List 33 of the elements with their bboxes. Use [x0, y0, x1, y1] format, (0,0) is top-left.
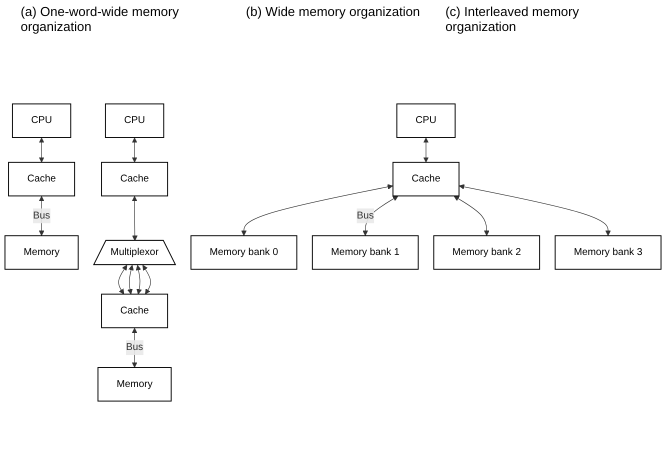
node-box: Cache — [101, 294, 168, 328]
arrow — [38, 137, 44, 163]
node-box: Memory bank 3 — [554, 235, 662, 270]
node-box: Cache — [8, 162, 76, 196]
arrow — [136, 264, 142, 294]
arrow — [459, 184, 611, 236]
node-box: Memory — [4, 235, 79, 270]
arrow — [38, 196, 44, 236]
node-box: CPU — [104, 103, 164, 138]
panel-heading: (a) One-word-wide memory organization — [20, 4, 180, 36]
node-box: Memory — [98, 367, 172, 402]
arrow — [127, 264, 134, 294]
node-box: Memory bank 2 — [433, 235, 540, 270]
arrow — [423, 137, 429, 163]
edge-label: Bus — [33, 210, 50, 221]
edge-label: Bus — [126, 342, 144, 353]
node-box: Memory bank 0 — [190, 235, 298, 270]
arrow — [241, 184, 393, 236]
node-box: Cache — [392, 162, 460, 196]
arrow — [132, 137, 138, 163]
panel-heading: (b) Wide memory organization — [246, 4, 420, 21]
arrow — [142, 264, 151, 294]
arrow — [132, 328, 138, 368]
panel-heading: (c) Interleaved memory organization — [445, 4, 580, 36]
node-box: CPU — [12, 103, 72, 138]
arrow — [118, 264, 128, 294]
node-box: CPU — [396, 103, 456, 138]
arrow — [362, 196, 398, 236]
node-box: Memory bank 1 — [312, 235, 419, 270]
edge-label: Bus — [356, 210, 374, 221]
arrow — [132, 196, 138, 241]
arrow — [454, 196, 490, 236]
node-box: Cache — [101, 162, 168, 196]
